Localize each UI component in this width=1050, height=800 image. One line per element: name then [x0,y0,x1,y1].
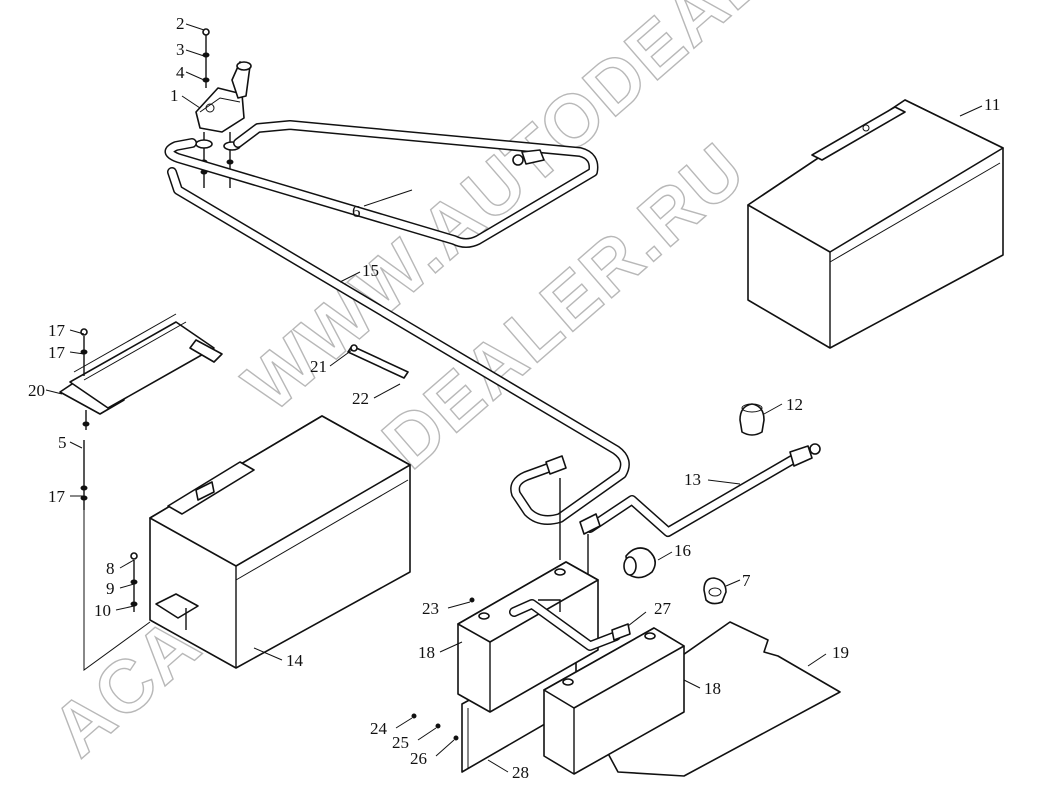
callout-17-b: 17 [48,343,66,362]
callout-24: 24 [370,719,388,738]
battery-box-14[interactable] [149,415,411,669]
callout-4: 4 [176,63,185,82]
clamp-21[interactable] [347,344,409,379]
callout-7: 7 [742,571,751,590]
callout-11: 11 [984,95,1000,114]
plate-19[interactable] [589,621,841,777]
callout-2: 2 [176,14,185,33]
callout-17-a: 17 [48,321,66,340]
battery-18-right[interactable] [543,627,685,775]
grommet-7[interactable] [703,577,727,605]
callout-19: 19 [832,643,849,662]
callout-3: 3 [176,40,185,59]
leader-lines [45,23,983,773]
bracket-20[interactable] [59,313,223,430]
callout-21: 21 [310,357,327,376]
bolts-23-26[interactable] [411,597,475,741]
callout-18-left: 18 [418,643,435,662]
battery-switch-1[interactable] [195,28,252,188]
callout-14: 14 [286,651,304,670]
battery-11[interactable] [747,99,1004,349]
callout-16: 16 [674,541,691,560]
jumper-cable-27[interactable] [509,599,631,651]
callout-13: 13 [684,470,701,489]
bolt-17-set[interactable] [80,328,88,510]
callout-15: 15 [362,261,379,280]
callout-20: 20 [28,381,45,400]
cable-13[interactable] [579,443,821,575]
bolt-8-set[interactable] [130,552,138,612]
leader-line-5 [83,510,151,671]
callout-5: 5 [58,433,67,452]
callouts: 2 3 4 1 6 15 11 12 13 16 7 17 17 20 5 17… [28,14,1000,782]
callout-17-c: 17 [48,487,66,506]
callout-23: 23 [422,599,439,618]
callout-26: 26 [410,749,427,768]
cable-6[interactable] [164,120,599,248]
callout-10: 10 [94,601,111,620]
callout-28: 28 [512,763,529,782]
cap-16[interactable] [623,547,656,579]
cable-15[interactable] [167,167,630,560]
callout-27: 27 [654,599,672,618]
callout-25: 25 [392,733,409,752]
cap-12[interactable] [739,403,765,436]
callout-18-right: 18 [704,679,721,698]
callout-8: 8 [106,559,115,578]
callout-12: 12 [786,395,803,414]
callout-1: 1 [170,86,179,105]
callout-22: 22 [352,389,369,408]
callout-9: 9 [106,579,115,598]
callout-6: 6 [352,202,361,221]
